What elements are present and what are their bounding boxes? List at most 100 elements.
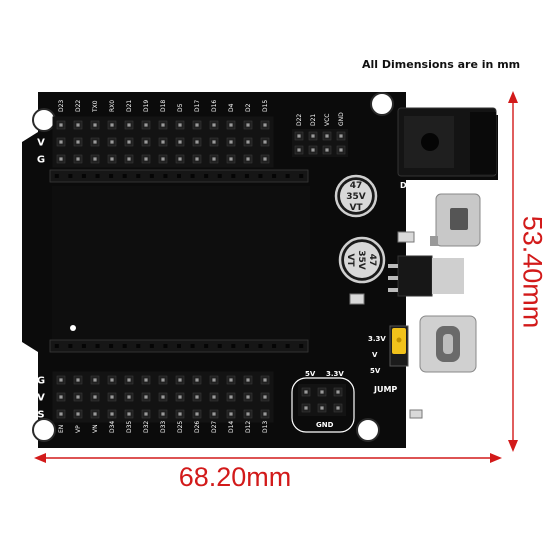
bottom-header-pin <box>127 412 131 416</box>
bottom-header-pin <box>76 395 80 399</box>
bottom-header-pin <box>178 378 182 382</box>
bottom-socket-hole <box>163 344 168 348</box>
cap2-voltage: 35V <box>356 250 366 270</box>
top-header-pin <box>229 157 233 161</box>
row-label: V <box>37 138 45 149</box>
bottom-socket-hole <box>299 344 304 348</box>
bottom-socket-hole <box>122 344 127 348</box>
bottom-socket-hole <box>177 344 181 348</box>
pin-label: VN <box>92 424 99 433</box>
pwr-led-label: PWR-LED <box>422 427 458 435</box>
top-socket-hole <box>109 174 114 178</box>
top-socket-hole <box>136 174 141 178</box>
top-header-pin <box>161 140 165 144</box>
top-header-pin <box>127 140 131 144</box>
pwr-label-top: GBL <box>430 417 443 424</box>
top-header-pin <box>246 157 250 161</box>
top-header-pin <box>195 140 199 144</box>
bottom-header-pin <box>110 395 114 399</box>
top-right-header-pin <box>339 148 343 152</box>
row-label: V <box>37 393 45 404</box>
pin-label: D22 <box>296 114 303 126</box>
top-header-pin <box>263 140 267 144</box>
bottom-header-pin <box>144 378 148 382</box>
top-right-header-pin <box>311 134 315 138</box>
jumper-3v3-label: 3.3V <box>368 335 386 343</box>
bottom-header-pin <box>263 412 267 416</box>
top-header-pin <box>229 123 233 127</box>
top-socket-hole <box>231 174 236 178</box>
bottom-header-pin <box>229 378 233 382</box>
top-header-pin <box>110 140 114 144</box>
top-right-header-pin <box>311 148 315 152</box>
bottom-header-pin <box>76 412 80 416</box>
top-socket-hole <box>68 174 73 178</box>
voltage-regulator <box>388 255 464 297</box>
micro-usb-port <box>430 193 481 247</box>
bottom-header-pin <box>212 395 216 399</box>
pin-label: VCC <box>324 114 331 126</box>
pin-label: D5 <box>177 103 184 112</box>
top-header-pin <box>144 140 148 144</box>
jumper-5v-label: 5V <box>370 367 381 375</box>
jumper-v-label: V <box>372 351 378 359</box>
top-header-pin <box>93 140 97 144</box>
bottom-header-pin <box>161 395 165 399</box>
top-socket-hole <box>177 174 181 178</box>
top-header-pin <box>76 123 80 127</box>
pin-label: D2 <box>245 103 252 112</box>
top-header-pin <box>76 157 80 161</box>
bottom-header-pin <box>212 412 216 416</box>
top-right-header-pin <box>339 134 343 138</box>
bottom-header-pin <box>212 378 216 382</box>
top-header-pin <box>144 157 148 161</box>
pin-label: D17 <box>194 100 201 112</box>
usb-c-port <box>419 315 477 373</box>
bottom-header-pin <box>263 395 267 399</box>
cap1-brand: VT <box>349 203 363 213</box>
top-header-pin <box>212 140 216 144</box>
top-header-pin <box>76 140 80 144</box>
capacitor-1: 47 35V VT <box>334 174 378 218</box>
mounting-holes <box>32 92 394 442</box>
jumper-block <box>389 325 409 367</box>
aux-header-pin <box>320 390 324 394</box>
top-socket-hole <box>258 174 263 178</box>
bottom-header-pin <box>93 378 97 382</box>
top-right-header-pin <box>297 134 301 138</box>
module-mark <box>70 325 76 331</box>
aux-3v3-label: 3.3V <box>326 370 344 378</box>
top-socket-hole <box>272 174 277 178</box>
top-socket-strip <box>49 169 309 183</box>
top-socket-hole <box>190 174 195 178</box>
aux-header-pin <box>336 406 340 410</box>
bottom-header-pin <box>178 395 182 399</box>
top-header-pin <box>178 140 182 144</box>
top-header-pin <box>263 123 267 127</box>
bottom-socket-hole <box>272 344 277 348</box>
top-socket-hole <box>81 174 86 178</box>
bottom-header-pin <box>195 395 199 399</box>
pin-label: D13 <box>262 421 269 433</box>
bottom-socket-hole <box>285 344 290 348</box>
bottom-header-pin <box>59 378 63 382</box>
bottom-header-pin <box>93 412 97 416</box>
pin-label: D21 <box>310 114 317 126</box>
pin-label: D16 <box>211 100 218 112</box>
top-header-pin <box>246 123 250 127</box>
top-header-pin <box>161 157 165 161</box>
bottom-header-pin <box>263 378 267 382</box>
bottom-header-pin <box>127 395 131 399</box>
bottom-header-pin <box>195 412 199 416</box>
height-dimension-label: 53.40mm <box>517 215 548 329</box>
capacitor-2: 47 35V VT <box>338 236 386 284</box>
top-header-pin <box>178 157 182 161</box>
dc-label: DC6.5-16V <box>400 181 448 190</box>
bottom-header-pin <box>144 412 148 416</box>
bottom-header-pin <box>144 395 148 399</box>
smd-components <box>349 231 423 419</box>
top-header-pin <box>59 123 63 127</box>
